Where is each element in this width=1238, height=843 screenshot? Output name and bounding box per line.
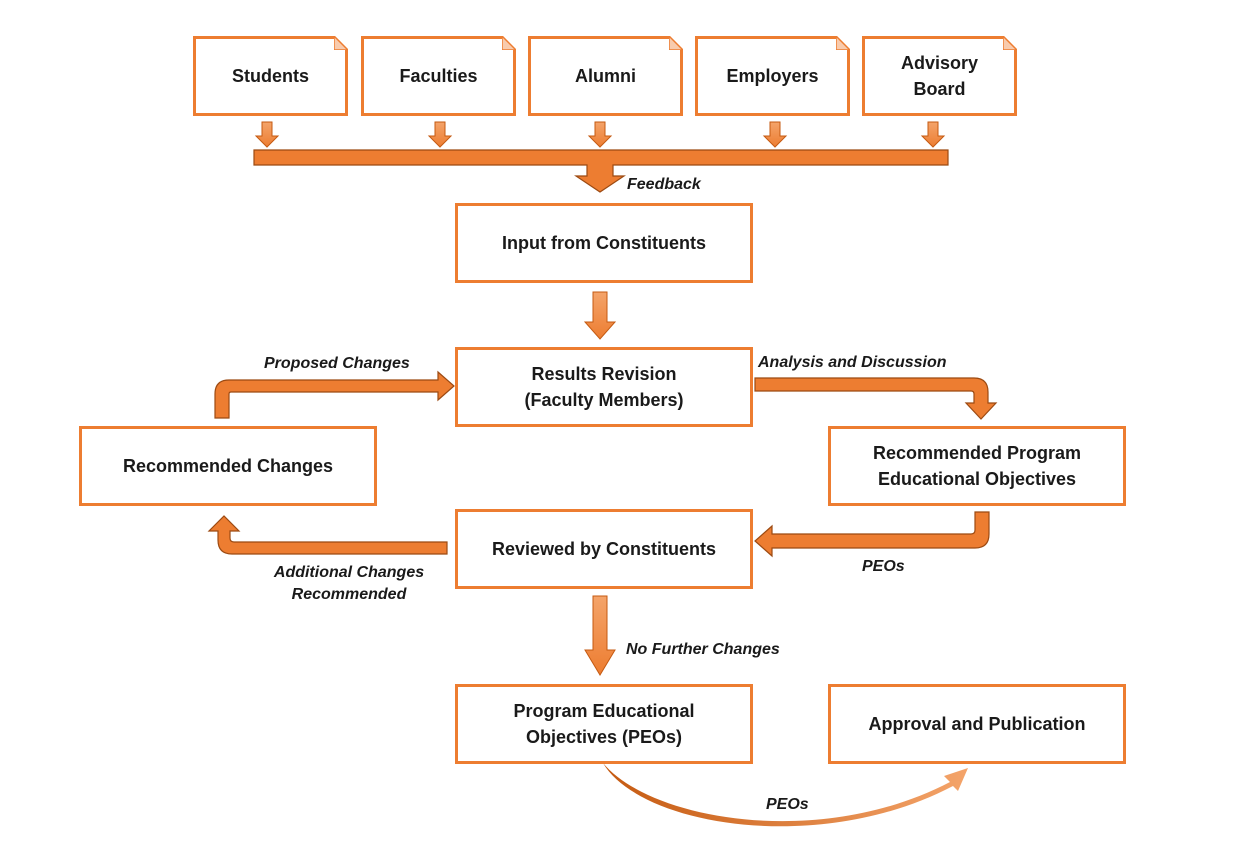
no-further-changes-label: No Further Changes	[626, 641, 780, 658]
reviewed-by-constituents-box: Reviewed by Constituents	[455, 509, 753, 589]
folded-corner-icon	[334, 36, 348, 50]
folded-corner-icon	[836, 36, 850, 50]
approval-publication-label: Approval and Publication	[868, 713, 1086, 734]
peos-right-label: PEOs	[862, 558, 905, 575]
feedback-label: Feedback	[627, 176, 701, 193]
constituent-advisory-board: Advisory Board	[862, 36, 1017, 116]
input-from-constituents-box: Input from Constituents	[455, 203, 753, 283]
additional-changes-label: Additional Changes Recommended	[273, 564, 425, 604]
constituent-faculties-label: Faculties	[399, 65, 478, 86]
arrow-peos-to-review	[754, 511, 990, 558]
down-arrow-students	[254, 121, 280, 148]
recommended-changes-label: Recommended Changes	[122, 455, 334, 476]
recommended-changes-box: Recommended Changes	[79, 426, 377, 506]
constituent-employers: Employers	[695, 36, 850, 116]
peo-label: Program Educational Objectives (PEOs)	[513, 700, 695, 747]
approval-publication-box: Approval and Publication	[828, 684, 1126, 764]
down-arrow-alumni	[587, 121, 613, 148]
collector-bar-arrow	[253, 149, 949, 193]
peo-box: Program Educational Objectives (PEOs)	[455, 684, 753, 764]
recommended-peo-label: Recommended Program Educational Objectiv…	[872, 442, 1082, 489]
folded-corner-icon	[1003, 36, 1017, 50]
arrow-input-to-revision	[583, 291, 617, 340]
curved-arrow-peos	[603, 763, 968, 827]
arrow-proposed-changes	[214, 370, 455, 419]
arrow-analysis-discussion	[754, 377, 998, 420]
constituent-alumni-label: Alumni	[575, 65, 636, 86]
down-arrow-advisory	[920, 121, 946, 148]
arrow-additional-changes	[207, 515, 448, 555]
constituent-down-arrows	[254, 121, 946, 148]
down-arrow-employers	[762, 121, 788, 148]
analysis-discussion-label: Analysis and Discussion	[758, 354, 947, 371]
arrow-no-further-changes	[584, 595, 616, 676]
constituent-faculties: Faculties	[361, 36, 516, 116]
folded-corner-icon	[669, 36, 683, 50]
peos-bottom-label: PEOs	[766, 796, 809, 813]
results-revision-label: Results Revision (Faculty Members)	[524, 363, 684, 410]
recommended-peo-box: Recommended Program Educational Objectiv…	[828, 426, 1126, 506]
results-revision-box: Results Revision (Faculty Members)	[455, 347, 753, 427]
constituent-alumni: Alumni	[528, 36, 683, 116]
constituent-employers-label: Employers	[726, 65, 819, 86]
folded-corner-icon	[502, 36, 516, 50]
constituent-students: Students	[193, 36, 348, 116]
constituent-students-label: Students	[231, 65, 309, 86]
proposed-changes-label: Proposed Changes	[264, 355, 410, 372]
input-from-constituents-label: Input from Constituents	[502, 232, 706, 253]
reviewed-by-constituents-label: Reviewed by Constituents	[491, 538, 717, 559]
down-arrow-faculties	[427, 121, 453, 148]
constituent-advisory-board-label: Advisory Board	[900, 52, 979, 99]
